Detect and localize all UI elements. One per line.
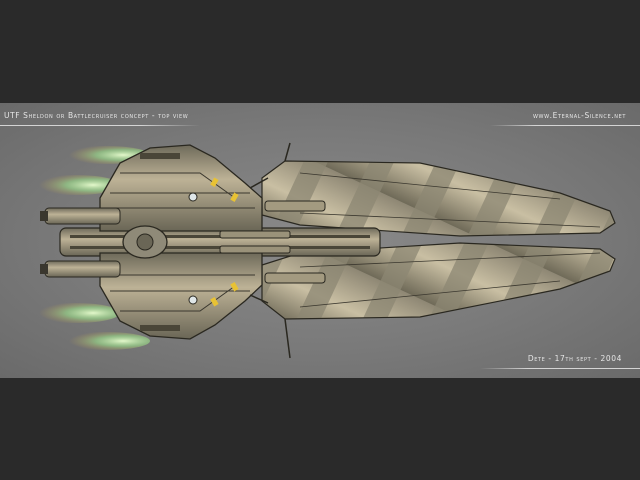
title-underline bbox=[0, 125, 200, 126]
accent-lights bbox=[210, 177, 239, 307]
website-underline bbox=[490, 125, 640, 126]
engine-glows bbox=[30, 146, 150, 350]
rear-hull-upper bbox=[99, 144, 263, 232]
turrets bbox=[219, 200, 326, 284]
rear-hull-lower bbox=[99, 252, 263, 340]
bridge-dome bbox=[122, 225, 168, 259]
credit-underline bbox=[480, 368, 640, 369]
website-caption: www.Eternal-Silence.net bbox=[532, 111, 626, 120]
artist-credit-caption: Dete - 17th sept - 2004 bbox=[527, 354, 622, 363]
letterbox-bottom bbox=[0, 378, 640, 480]
forward-arm-lower bbox=[261, 242, 616, 320]
forward-arm-upper bbox=[261, 160, 616, 237]
letterbox-top bbox=[0, 0, 640, 103]
concept-artwork: UTF Sheldon or Battlecruiser concept - t… bbox=[0, 103, 640, 378]
battlecruiser-illustration bbox=[30, 142, 616, 359]
antennae bbox=[249, 142, 291, 359]
concept-title-caption: UTF Sheldon or Battlecruiser concept - t… bbox=[4, 111, 189, 120]
engine-nacelles bbox=[40, 207, 121, 278]
